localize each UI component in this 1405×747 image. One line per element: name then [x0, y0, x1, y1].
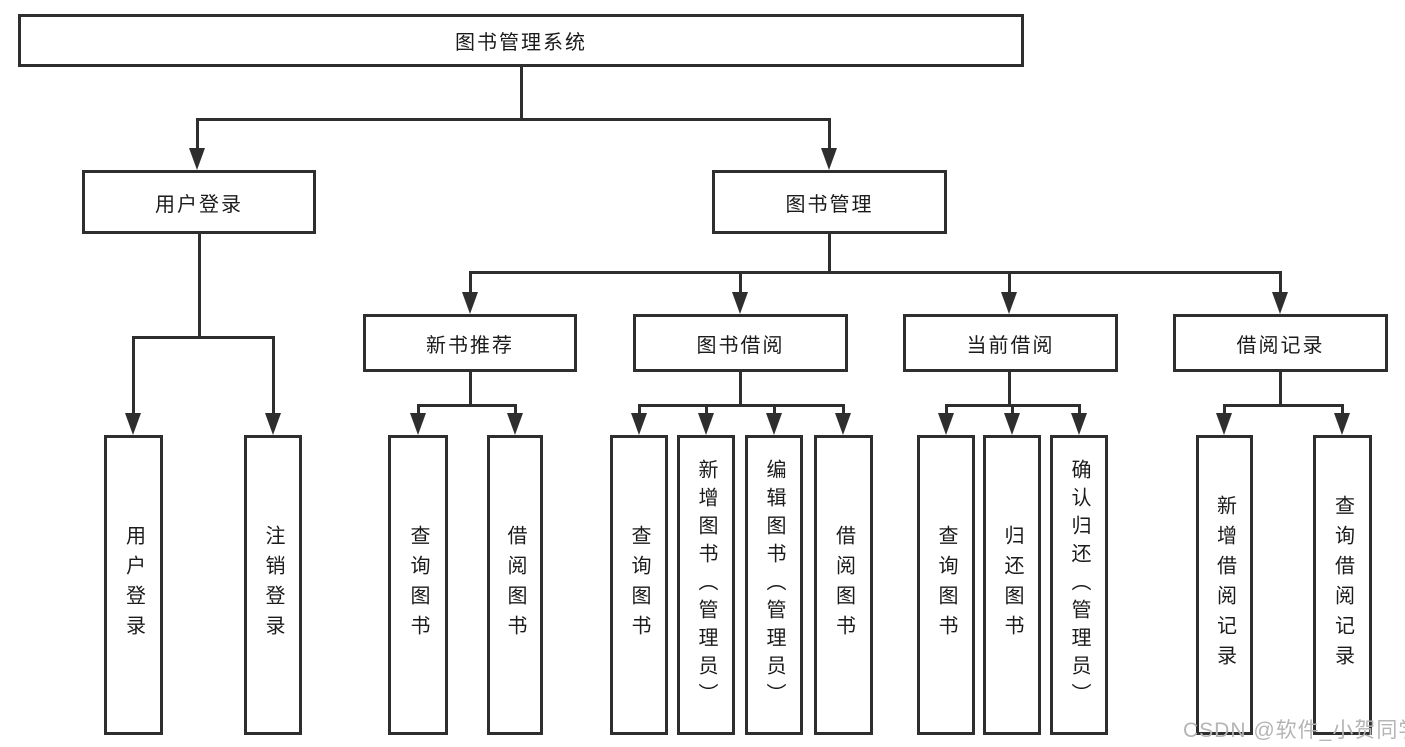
- connector-line: [132, 336, 135, 413]
- arrow-down-icon: [462, 292, 478, 314]
- node-leaf-nbr-query-label: 查询图书: [407, 525, 429, 645]
- connector-line: [417, 404, 517, 407]
- node-root: 图书管理系统: [18, 14, 1024, 67]
- connector-line: [417, 404, 420, 414]
- node-leaf-user-login-label: 用户登录: [122, 525, 145, 645]
- arrow-down-icon: [1004, 413, 1020, 435]
- node-leaf-cb-return: 归还图书: [983, 435, 1041, 735]
- connector-line: [773, 404, 776, 414]
- arrow-down-icon: [835, 413, 851, 435]
- node-leaf-br-query: 查询借阅记录: [1313, 435, 1372, 735]
- node-new-book-rec: 新书推荐: [363, 314, 577, 372]
- connector-line: [1223, 404, 1344, 407]
- connector-line: [1341, 404, 1344, 414]
- connector-line: [469, 271, 472, 292]
- node-root-label: 图书管理系统: [455, 32, 587, 54]
- node-book-mgmt: 图书管理: [712, 170, 947, 234]
- connector-line: [469, 271, 1282, 274]
- arrow-down-icon: [189, 148, 205, 170]
- csdn-watermark: CSDN @软件_小贺同学: [1183, 719, 1405, 742]
- connector-line: [1223, 404, 1226, 414]
- node-leaf-bb-query-label: 查询图书: [628, 525, 650, 645]
- connector-line: [196, 118, 831, 121]
- node-book-borrow: 图书借阅: [633, 314, 848, 372]
- connector-line: [469, 372, 472, 405]
- connector-line: [828, 118, 831, 148]
- connector-line: [272, 336, 275, 413]
- node-leaf-logout: 注销登录: [244, 435, 302, 735]
- connector-line: [1078, 404, 1081, 414]
- node-leaf-logout-label: 注销登录: [262, 525, 284, 645]
- arrow-down-icon: [698, 413, 714, 435]
- node-leaf-br-add: 新增借阅记录: [1196, 435, 1253, 735]
- connector-line: [739, 372, 742, 405]
- node-leaf-br-query-label: 查询借阅记录: [1331, 495, 1354, 675]
- connector-line: [1279, 372, 1282, 405]
- node-leaf-cb-confirm: 确认归还（管理员）: [1050, 435, 1108, 735]
- node-leaf-bb-borrow-label: 借阅图书: [832, 525, 855, 645]
- node-leaf-user-login: 用户登录: [104, 435, 163, 735]
- node-leaf-cb-query: 查询图书: [917, 435, 975, 735]
- arrow-down-icon: [631, 413, 647, 435]
- arrow-down-icon: [507, 413, 523, 435]
- arrow-down-icon: [1272, 292, 1288, 314]
- node-leaf-bb-edit: 编辑图书（管理员）: [745, 435, 803, 735]
- connector-line: [520, 67, 523, 119]
- arrow-down-icon: [410, 413, 426, 435]
- connector-line: [1011, 404, 1014, 414]
- connector-line: [739, 271, 742, 292]
- connector-line: [196, 118, 199, 148]
- node-borrow-records-label: 借阅记录: [1236, 334, 1325, 357]
- node-current-borrow-label: 当前借阅: [966, 334, 1055, 357]
- arrow-down-icon: [1071, 413, 1087, 435]
- node-leaf-cb-return-label: 归还图书: [1001, 525, 1023, 645]
- node-leaf-cb-confirm-label: 确认归还（管理员）: [1068, 459, 1090, 711]
- connector-line: [705, 404, 708, 414]
- connector-line: [842, 404, 845, 414]
- connector-line: [638, 404, 641, 414]
- connector-line: [945, 404, 948, 414]
- node-leaf-bb-edit-label: 编辑图书（管理员）: [763, 459, 785, 711]
- arrow-down-icon: [938, 413, 954, 435]
- arrow-down-icon: [1334, 413, 1350, 435]
- node-book-borrow-label: 图书借阅: [696, 334, 785, 357]
- node-leaf-bb-add-label: 新增图书（管理员）: [695, 459, 717, 711]
- node-leaf-nbr-query: 查询图书: [388, 435, 448, 735]
- connector-line: [1008, 372, 1011, 405]
- node-leaf-cb-query-label: 查询图书: [935, 525, 957, 645]
- node-leaf-br-add-label: 新增借阅记录: [1213, 495, 1236, 675]
- arrow-down-icon: [766, 413, 782, 435]
- node-user-login-label: 用户登录: [155, 193, 243, 216]
- connector-line: [1279, 271, 1282, 292]
- node-borrow-records: 借阅记录: [1173, 314, 1388, 372]
- connector-line: [198, 234, 201, 337]
- connector-line: [1008, 271, 1011, 292]
- arrow-down-icon: [821, 148, 837, 170]
- connector-line: [132, 336, 275, 339]
- arrow-down-icon: [265, 413, 281, 435]
- node-new-book-rec-label: 新书推荐: [426, 334, 514, 357]
- node-current-borrow: 当前借阅: [903, 314, 1118, 372]
- node-leaf-nbr-borrow: 借阅图书: [487, 435, 543, 735]
- node-leaf-bb-query: 查询图书: [610, 435, 668, 735]
- node-book-mgmt-label: 图书管理: [785, 193, 874, 216]
- arrow-down-icon: [125, 413, 141, 435]
- connector-line: [638, 404, 845, 407]
- node-leaf-nbr-borrow-label: 借阅图书: [504, 525, 526, 645]
- connector-line: [828, 234, 831, 273]
- arrow-down-icon: [1216, 413, 1232, 435]
- arrow-down-icon: [732, 292, 748, 314]
- node-leaf-bb-borrow: 借阅图书: [814, 435, 873, 735]
- arrow-down-icon: [1001, 292, 1017, 314]
- node-user-login: 用户登录: [82, 170, 316, 234]
- connector-line: [514, 404, 517, 414]
- node-leaf-bb-add: 新增图书（管理员）: [677, 435, 735, 735]
